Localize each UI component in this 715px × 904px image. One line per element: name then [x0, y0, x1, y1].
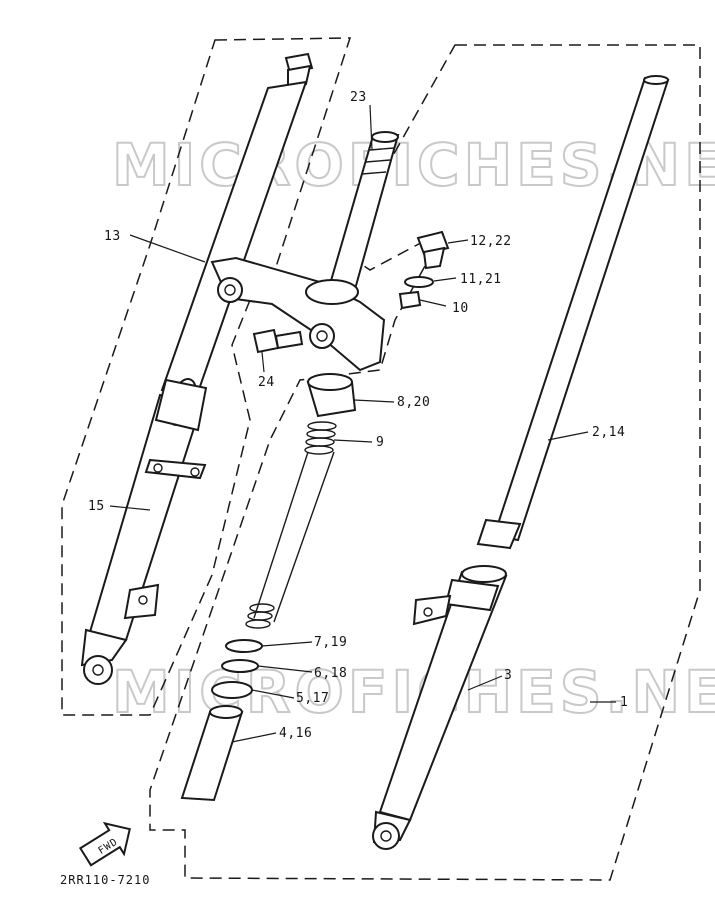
callout-13: 13 — [104, 229, 121, 244]
callout-12-22: 12,22 — [470, 234, 512, 249]
callout-24: 24 — [258, 375, 275, 390]
right-fork-leg — [372, 75, 670, 850]
leader-lines — [109, 104, 616, 743]
oil-seal-5-17 — [211, 681, 253, 699]
fwd-arrow-icon — [78, 821, 131, 867]
steering-stem — [210, 131, 400, 372]
right-group-outline — [149, 44, 701, 881]
callout-5-17: 5,17 — [296, 691, 329, 706]
callout-11-21: 11,21 — [460, 272, 502, 287]
clip-6-18 — [221, 659, 259, 673]
pinch-bolt — [252, 328, 304, 354]
callout-6-18: 6,18 — [314, 666, 347, 681]
callout-8-20: 8,20 — [397, 395, 430, 410]
spacer-8-20 — [306, 373, 357, 418]
callout-23: 23 — [350, 90, 367, 105]
guide-bush-4-16 — [180, 705, 244, 802]
cap-bolt-12-22 — [416, 230, 450, 270]
callout-9: 9 — [376, 435, 384, 450]
under-bracket — [210, 256, 386, 372]
callout-3: 3 — [504, 668, 512, 683]
left-fork-leg — [80, 52, 314, 685]
callout-2-14: 2,14 — [592, 425, 625, 440]
spacer-10 — [398, 290, 422, 310]
callout-1: 1 — [620, 695, 628, 710]
o-ring-11-21 — [404, 276, 434, 288]
callout-4-16: 4,16 — [279, 726, 312, 741]
callout-15: 15 — [88, 499, 105, 514]
spring-9 — [245, 421, 337, 629]
left-group-outline — [61, 37, 352, 716]
callout-7-19: 7,19 — [314, 635, 347, 650]
diagram-code: 2RR110-7210 — [60, 873, 150, 887]
washer-7-19 — [225, 639, 263, 653]
callout-10: 10 — [452, 301, 469, 316]
